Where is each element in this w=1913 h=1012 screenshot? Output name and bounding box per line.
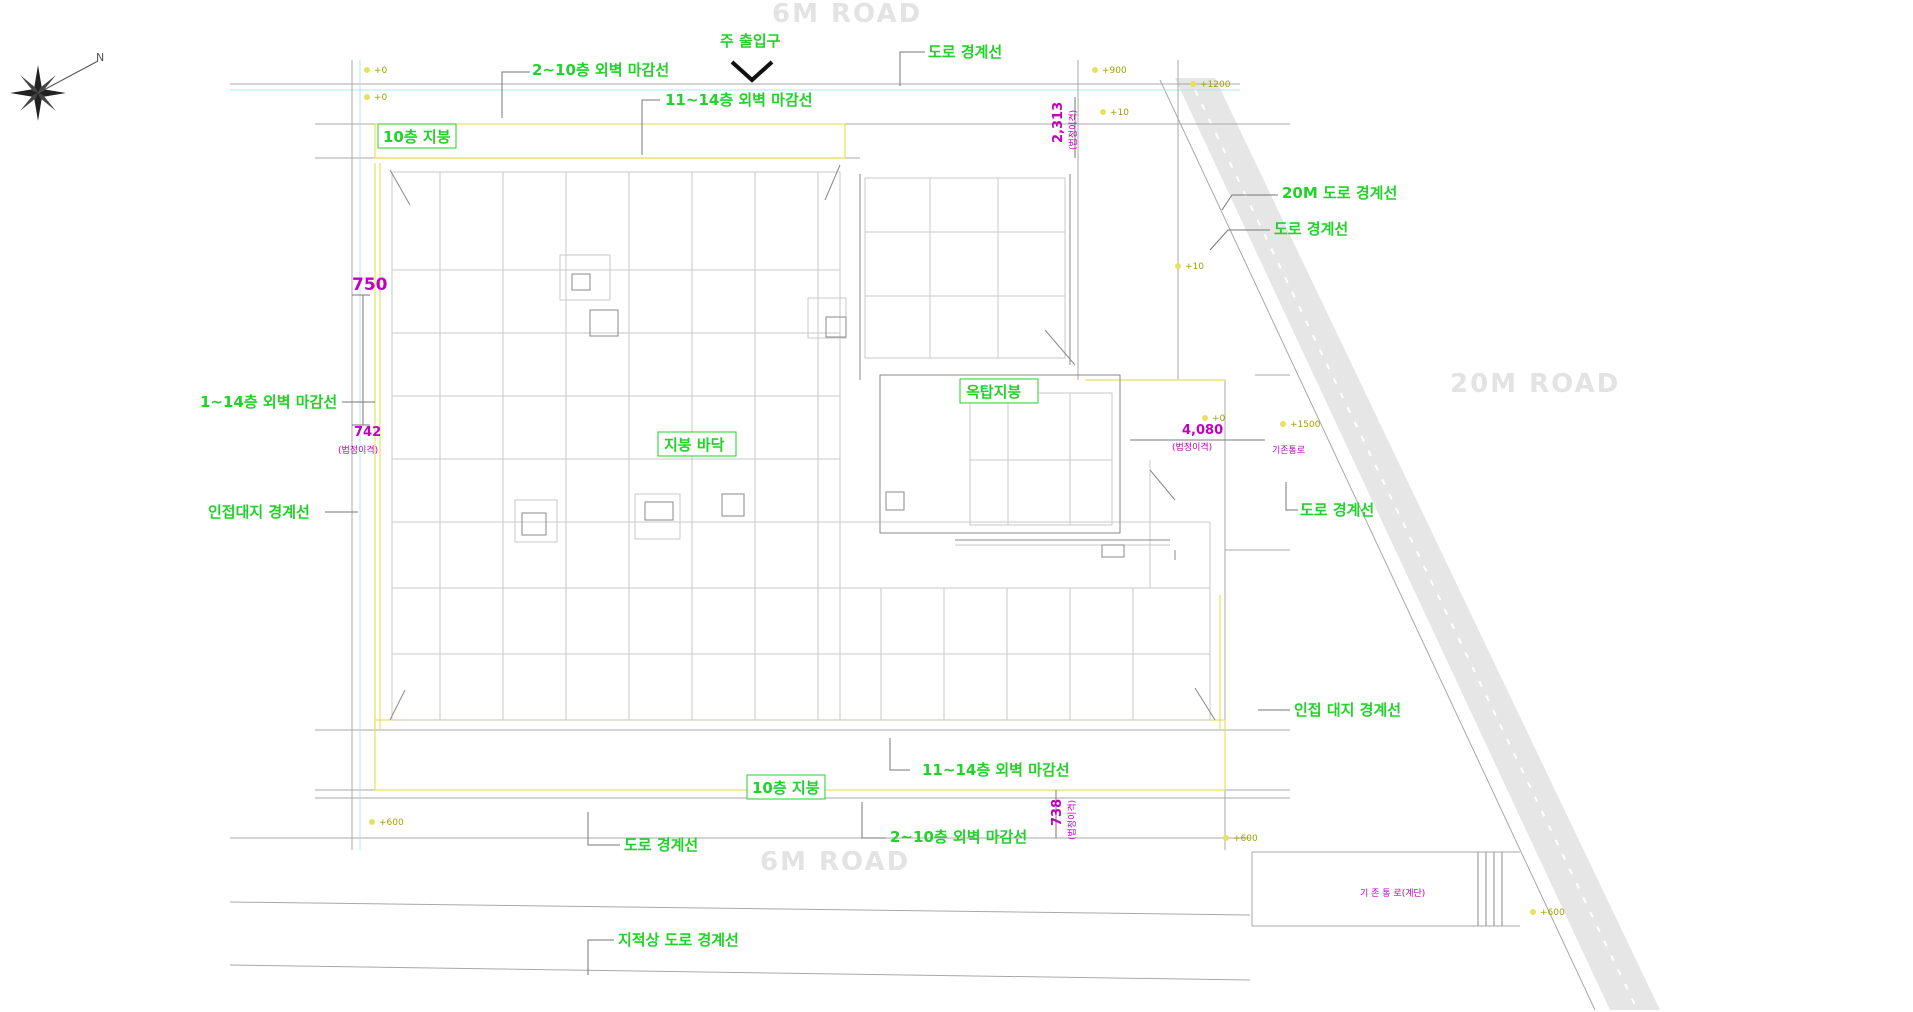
level-markers: +0 +0 +900 +1200 +10 +10 +0 +1500 +600 +… [364,66,1565,918]
exterior-11-14-top-label: 11~14층 외벽 마감선 [665,91,813,109]
leader-lines [325,51,1298,975]
site-vertical-lines [351,60,1226,850]
dim-2313: 2,313 [1051,102,1066,143]
upper-right-block [859,174,1076,380]
diagonal-road-band [1159,78,1660,1011]
top-road-text: 6M ROAD [772,0,922,29]
level-t1: +0 [374,66,388,76]
level-t6: +10 [1185,262,1204,272]
roof-grid [389,164,1216,721]
level-b3: +600 [1540,908,1565,918]
cadastral-road-boundary-label: 지적상 도로 경계선 [618,931,739,949]
dim-750: 750 [352,275,388,295]
road-boundary-bottom-label: 도로 경계선 [624,836,698,854]
compass-rose-icon: N [10,51,104,121]
dim-4080: 4,080 [1182,423,1223,438]
dim-738: 738 [1050,799,1065,826]
dim-4080-note: (법정이격) [1172,441,1212,453]
exterior-1-14-left-label: 1~14층 외벽 마감선 [200,393,337,411]
entrance-arrow-icon [730,60,774,83]
level-t4: +1200 [1200,80,1231,90]
penthouse-roof-label: 옥탑지붕 [966,383,1021,401]
level-t5: +10 [1110,108,1129,118]
dim-742-note: (법정이격) [338,444,378,456]
level-t8: +1500 [1290,420,1321,430]
exterior-2-10-top-label: 2~10층 외벽 마감선 [532,61,669,79]
adjacent-boundary-right-label: 인접 대지 경계선 [1294,701,1401,719]
road-boundary-right2-label: 도로 경계선 [1300,501,1374,519]
roof-10f-bottom-label: 10층 지붕 [752,779,820,797]
main-entrance-label: 주 출입구 [720,32,781,50]
exterior-finish-lines [374,123,1226,791]
exterior-2-10-bottom-label: 2~10층 외벽 마감선 [890,828,1027,846]
dim-2313-note: (법정이격) [1067,110,1079,150]
road-lines [229,83,1520,981]
existing-stair-label: 기 존 통 로(계단) [1360,887,1425,899]
existing-road-label: 기존통로 [1272,445,1305,456]
roof-10f-top-label: 10층 지붕 [383,128,451,146]
roof-openings [514,254,1125,558]
dim-738-note: (법정이격) [1066,800,1078,840]
penthouse-roof-box [959,378,1039,404]
level-t3: +900 [1102,66,1127,76]
roof-floor-box [657,431,737,457]
roof-floor-label: 지붕 바닥 [664,436,725,454]
level-t7: +0 [1212,414,1226,424]
road-20m-boundary-label: 20M 도로 경계선 [1282,184,1397,202]
road-boundary-right1-label: 도로 경계선 [1274,220,1348,238]
level-b2: +600 [1233,834,1258,844]
road-boundary-top-label: 도로 경계선 [928,43,1002,61]
exterior-11-14-bottom-label: 11~14층 외벽 마감선 [922,761,1070,779]
roof-10f-bottom-box [746,774,826,800]
level-t2: +0 [374,93,388,103]
bottom-road-text: 6M ROAD [760,847,910,877]
penthouse-block [879,374,1176,560]
roof-10f-top-box [377,123,457,149]
level-b1: +600 [379,818,404,828]
svg-text:N: N [96,51,104,64]
adjacent-boundary-left-label: 인접대지 경계선 [208,503,310,521]
dim-742: 742 [354,425,381,440]
right-road-text: 20M ROAD [1450,369,1620,399]
